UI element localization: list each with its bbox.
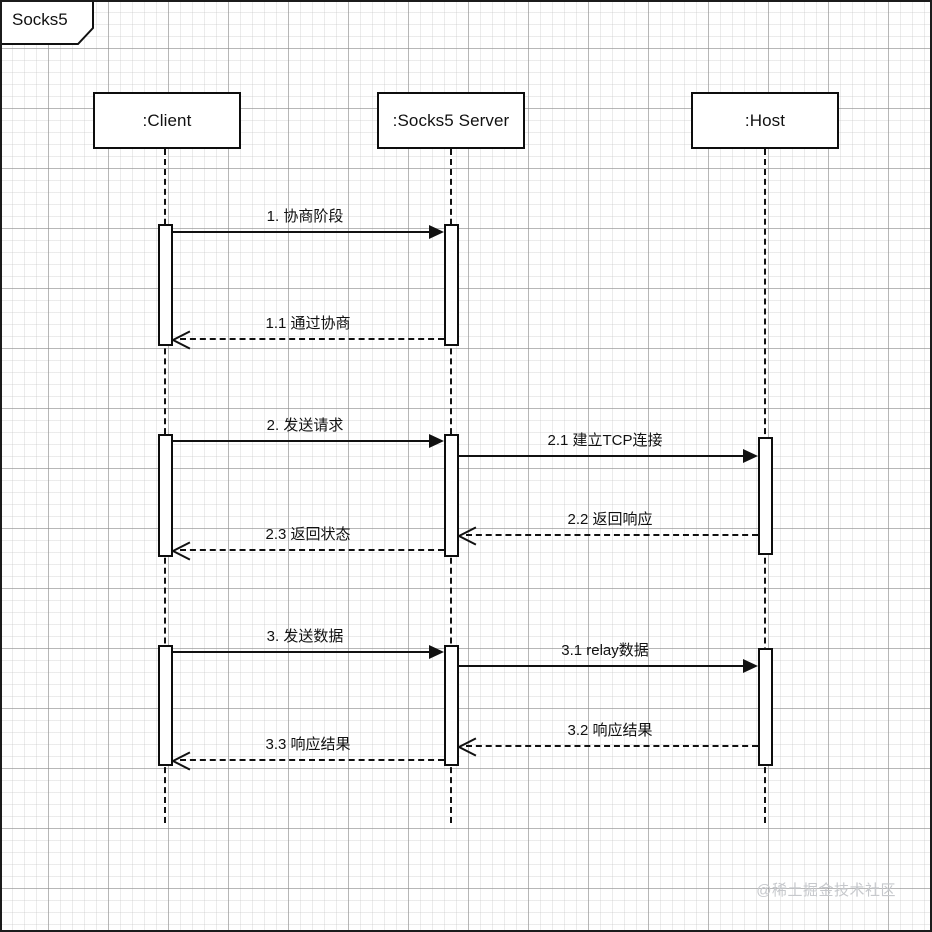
message-line-1 [173, 231, 437, 233]
arrowhead-filled-right-icon-2 [429, 434, 444, 448]
arrowhead-filled-right-icon-2-1 [743, 449, 758, 463]
arrowhead-open-left-icon-3-3 [173, 751, 191, 769]
message-line-3-1 [459, 665, 751, 667]
activation-client-2 [158, 434, 173, 557]
participant-socks5-server[interactable]: :Socks5 Server [377, 92, 525, 149]
message-line-2-1 [459, 455, 751, 457]
participant-client-label: :Client [142, 110, 192, 130]
frame-tab [0, 0, 94, 45]
message-label-3: 3. 发送数据 [266, 628, 344, 645]
message-label-2-1: 2.1 建立TCP连接 [547, 432, 663, 449]
message-line-2-2 [466, 534, 758, 536]
message-label-1: 1. 协商阶段 [266, 208, 344, 225]
message-line-3-3 [180, 759, 444, 761]
activation-host-3 [758, 648, 773, 766]
arrowhead-open-left-icon-1-1 [173, 330, 191, 348]
message-label-2-2: 2.2 返回响应 [567, 511, 653, 528]
arrowhead-open-left-icon-3-2 [459, 737, 477, 755]
message-label-2-3: 2.3 返回状态 [265, 526, 351, 543]
participant-host-label: :Host [744, 110, 786, 130]
message-line-2-3 [180, 549, 444, 551]
message-line-1-1 [180, 338, 444, 340]
message-label-1-1: 1.1 通过协商 [265, 315, 351, 332]
message-line-3-2 [466, 745, 758, 747]
message-label-2: 2. 发送请求 [266, 417, 344, 434]
participant-socks5-server-label: :Socks5 Server [392, 110, 510, 130]
activation-socks5-server-3 [444, 645, 459, 766]
message-label-3-2: 3.2 响应结果 [567, 722, 653, 739]
frame-tab-label: Socks5 [12, 10, 68, 29]
activation-client-3 [158, 645, 173, 766]
watermark-label: @稀土掘金技术社区 [756, 882, 896, 899]
arrowhead-filled-right-icon-3 [429, 645, 444, 659]
arrowhead-filled-right-icon-3-1 [743, 659, 758, 673]
activation-socks5-server-2 [444, 434, 459, 557]
arrowhead-filled-right-icon-1 [429, 225, 444, 239]
participant-client[interactable]: :Client [93, 92, 241, 149]
message-line-2 [173, 440, 437, 442]
participant-host[interactable]: :Host [691, 92, 839, 149]
arrowhead-open-left-icon-2-3 [173, 541, 191, 559]
activation-client-1 [158, 224, 173, 346]
activation-socks5-server-1 [444, 224, 459, 346]
activation-host-2 [758, 437, 773, 555]
arrowhead-open-left-icon-2-2 [459, 526, 477, 544]
message-label-3-3: 3.3 响应结果 [265, 736, 351, 753]
message-line-3 [173, 651, 437, 653]
message-label-3-1: 3.1 relay数据 [561, 642, 649, 659]
